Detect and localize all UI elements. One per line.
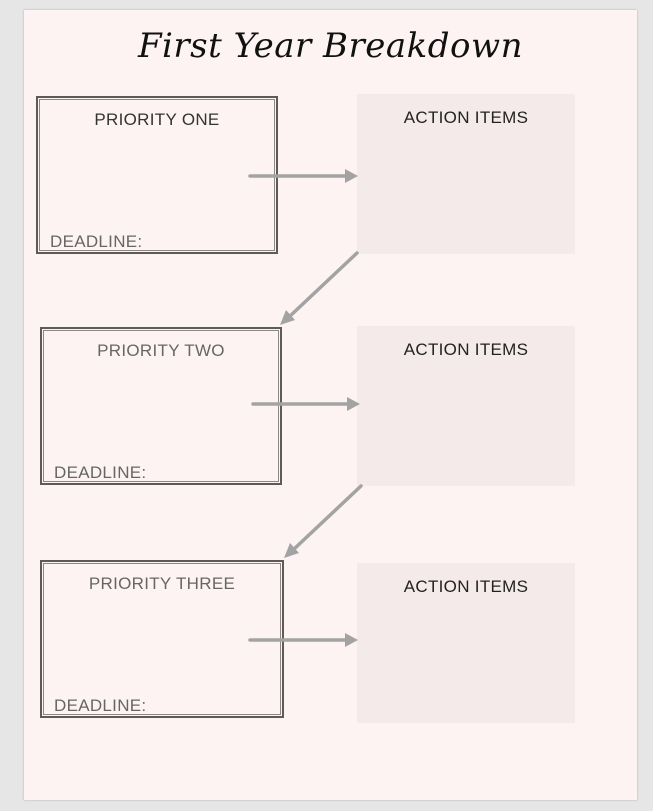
priority-one-box: PRIORITY ONE DEADLINE:	[36, 96, 278, 254]
priority-two-label: PRIORITY TWO	[97, 341, 225, 360]
priority-two-box: PRIORITY TWO DEADLINE:	[40, 327, 282, 485]
action-items-label-three: ACTION ITEMS	[403, 577, 529, 596]
priority-two-deadline-label: DEADLINE:	[54, 463, 147, 482]
action-items-label-two: ACTION ITEMS	[403, 340, 529, 359]
priority-three-deadline-label: DEADLINE:	[54, 696, 147, 715]
priority-one-deadline-label: DEADLINE:	[50, 232, 143, 251]
page-title: First Year Breakdown	[137, 26, 524, 66]
priority-three-box: PRIORITY THREE DEADLINE:	[40, 560, 284, 718]
priority-three-label: PRIORITY THREE	[88, 574, 236, 593]
action-items-box-three: ACTION ITEMS	[357, 563, 575, 723]
action-items-box-one: ACTION ITEMS	[357, 94, 575, 254]
action-items-label-one: ACTION ITEMS	[403, 108, 529, 127]
priority-one-label: PRIORITY ONE	[94, 110, 220, 129]
action-items-box-two: ACTION ITEMS	[357, 326, 575, 486]
